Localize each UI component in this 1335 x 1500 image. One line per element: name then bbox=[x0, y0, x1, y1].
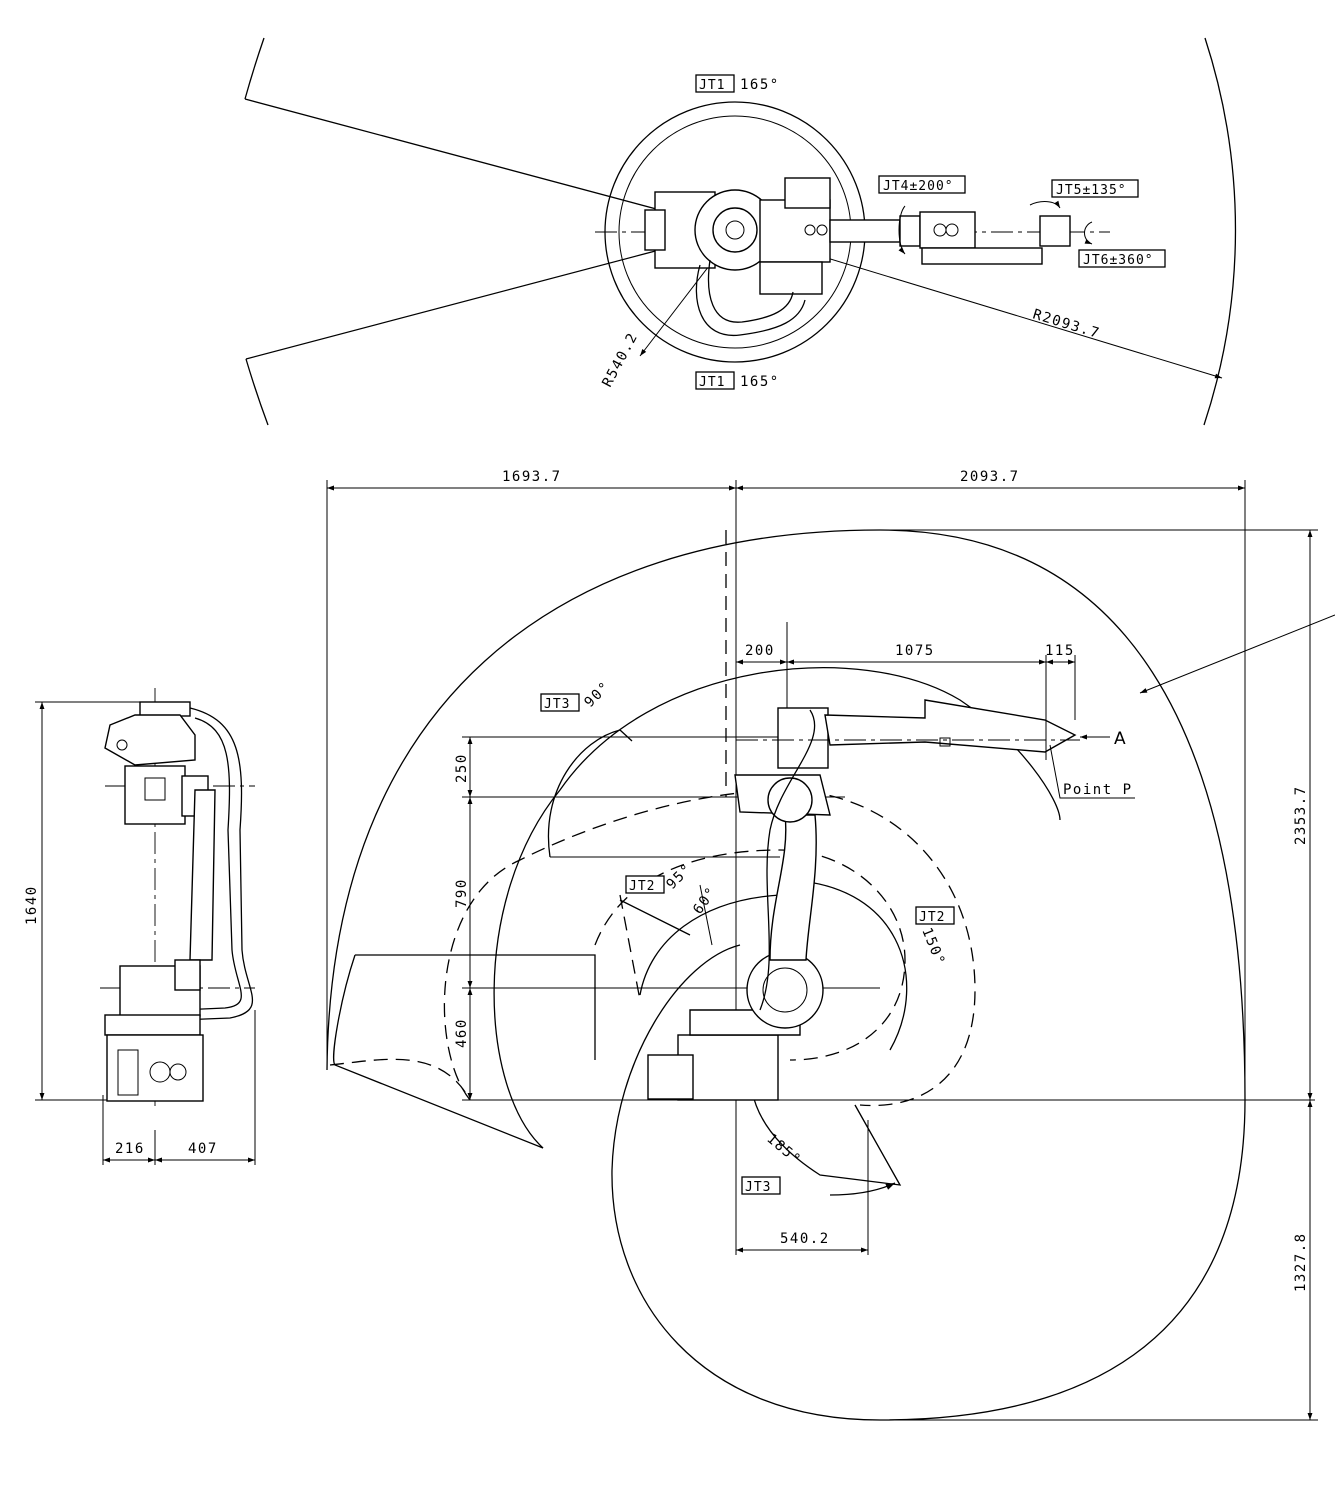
main-view: 1693.7 2093.7 200 1075 115 250 790 460 2… bbox=[326, 469, 1335, 1421]
main-arm-length-text: 1075 bbox=[895, 643, 935, 659]
main-arm-offset-text: 200 bbox=[745, 643, 775, 659]
main-angle-60-text: 60° bbox=[690, 884, 720, 918]
main-inner-envelope-left bbox=[333, 954, 596, 1149]
main-height-250-text: 250 bbox=[454, 753, 470, 783]
main-total-height-text: 2353.7 bbox=[1293, 785, 1309, 845]
main-60-line bbox=[699, 884, 713, 946]
side-robot-body bbox=[104, 701, 254, 1102]
top-robot-body bbox=[644, 177, 1071, 336]
top-jt1-limit-line-lower bbox=[245, 229, 736, 360]
top-jt6-text: JT6±360° bbox=[1083, 253, 1154, 268]
top-jt4-label: JT4±200° bbox=[878, 175, 966, 194]
main-point-p-leader bbox=[1049, 744, 1135, 799]
main-jt2-rear-arc bbox=[619, 894, 781, 996]
side-height-text: 1640 bbox=[24, 885, 40, 925]
side-width-a-text: 216 bbox=[115, 1141, 145, 1157]
main-jt2-rear-angle-text: 95° bbox=[664, 860, 696, 892]
main-reach-front-text: 2093.7 bbox=[960, 469, 1020, 485]
main-jt2-front-arc bbox=[779, 879, 908, 1051]
top-jt1-label-upper: JT1 165° bbox=[695, 74, 780, 93]
top-jt1-joint-text: JT1 bbox=[699, 78, 725, 93]
main-jt2-front-angle-text: 150° bbox=[918, 926, 948, 969]
main-jt3-upper-label: JT3 90° bbox=[540, 678, 614, 712]
side-left-view: 1640 216 407 bbox=[24, 688, 256, 1165]
main-robot-body bbox=[647, 699, 1080, 1101]
main-jt3-upper-arc bbox=[547, 729, 633, 858]
top-outer-reach-arc bbox=[244, 37, 269, 426]
top-jt5-label: JT5±135° bbox=[1051, 179, 1139, 198]
top-jt5-text: JT5±135° bbox=[1056, 183, 1127, 198]
top-r-inner-text: R540.2 bbox=[599, 330, 641, 390]
main-base-radius-text: 540.2 bbox=[780, 1231, 830, 1247]
main-jt3-upper-joint-text: JT3 bbox=[544, 697, 570, 712]
top-jt1-joint-text-lower: JT1 bbox=[699, 375, 725, 390]
main-depth-below-text: 1327.8 bbox=[1293, 1232, 1309, 1292]
top-jt5-rotation-arrow bbox=[1029, 200, 1061, 209]
main-jt2-rear-joint-text: JT2 bbox=[629, 879, 655, 894]
main-jt3-lower-arrow bbox=[829, 1182, 896, 1196]
main-dashed-jt2 bbox=[619, 894, 641, 1001]
main-jt3-lower-angle-text: 185° bbox=[763, 1131, 804, 1169]
main-jt2-front-joint-text: JT2 bbox=[919, 910, 945, 925]
main-envelope-leader bbox=[1139, 614, 1335, 694]
top-r-outer-text: R2093.7 bbox=[1031, 307, 1102, 343]
top-jt1-angle-text: 165° bbox=[740, 77, 780, 93]
top-jt4-text: JT4±200° bbox=[883, 179, 954, 194]
main-height-460-text: 460 bbox=[454, 1018, 470, 1048]
main-jt3-lower-label: JT3 185° bbox=[741, 1131, 804, 1195]
main-point-a-text: A bbox=[1114, 729, 1126, 749]
top-jt4-rotation-arrow bbox=[898, 205, 906, 255]
main-jt3-upper-angle-text: 90° bbox=[582, 678, 614, 710]
top-view: JT1 165° JT1 165° JT4±200° JT5±135° JT6±… bbox=[244, 37, 1237, 426]
top-jt1-label-lower: JT1 165° bbox=[695, 371, 780, 390]
main-height-790-text: 790 bbox=[454, 878, 470, 908]
top-jt1-angle-text-lower: 165° bbox=[740, 374, 780, 390]
main-dashed-lower-left bbox=[329, 1058, 471, 1101]
top-jt1-limit-line-upper bbox=[244, 98, 736, 231]
main-wrist-length-text: 115 bbox=[1045, 643, 1075, 659]
main-jt2-rear-label: JT2 95° bbox=[625, 860, 696, 894]
main-outer-envelope bbox=[326, 529, 1246, 1421]
top-outer-reach-arc-right bbox=[1203, 37, 1237, 426]
main-reach-back-text: 1693.7 bbox=[502, 469, 562, 485]
main-point-p-text: Point P bbox=[1063, 782, 1133, 798]
top-jt6-label: JT6±360° bbox=[1078, 249, 1166, 268]
main-jt3-lower-joint-text: JT3 bbox=[745, 1180, 771, 1195]
main-jt2-front-label: JT2 150° bbox=[915, 906, 955, 969]
side-width-b-text: 407 bbox=[188, 1141, 218, 1157]
top-jt6-rotation-arrow bbox=[1084, 221, 1093, 245]
